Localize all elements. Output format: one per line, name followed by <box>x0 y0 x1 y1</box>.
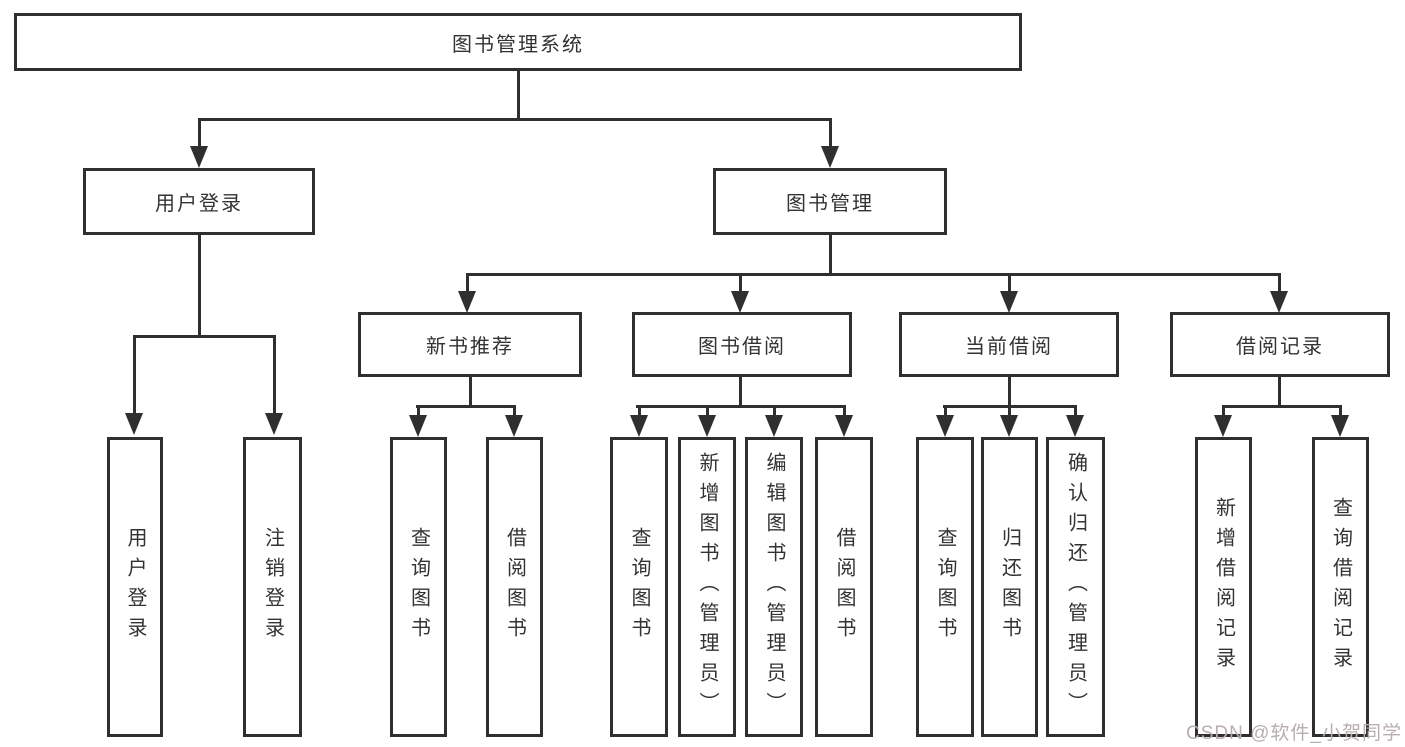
arrow-down-icon <box>1214 415 1232 437</box>
connector-arrow-login-shaft <box>133 335 136 415</box>
leaf-edit-book-admin: 编辑图书（管理员） <box>745 437 803 737</box>
arrow-down-icon <box>765 415 783 437</box>
node-user-login-label: 用户登录 <box>155 193 243 215</box>
connector-book-mgmt-stem <box>829 235 832 273</box>
connector-leaf-shaft <box>1008 405 1011 417</box>
node-book-management: 图书管理 <box>713 168 947 235</box>
node-book-management-label: 图书管理 <box>786 193 874 215</box>
connector-leaf-shaft <box>1074 405 1077 417</box>
leaf-edit-book-admin-label: 编辑图书（管理员） <box>763 452 785 722</box>
connector-borrow-branch <box>636 405 845 408</box>
leaf-return-book: 归还图书 <box>981 437 1038 737</box>
connector-arrow-logout-shaft <box>273 335 276 415</box>
connector-current-stem <box>1008 377 1011 405</box>
arrow-down-icon <box>1270 291 1288 313</box>
leaf-confirm-return-admin-label: 确认归还（管理员） <box>1064 452 1087 722</box>
arrow-down-icon <box>190 146 208 168</box>
node-user-login: 用户登录 <box>83 168 315 235</box>
arrow-down-icon <box>505 415 523 437</box>
leaf-add-borrow-record: 新增借阅记录 <box>1195 437 1252 737</box>
leaf-recommend-query-book: 查询图书 <box>390 437 447 737</box>
connector-arrow-borrow-shaft <box>739 273 742 293</box>
leaf-query-borrow-record-label: 查询借阅记录 <box>1329 497 1352 677</box>
connector-arrow-recommend-shaft <box>466 273 469 293</box>
node-book-borrow-label: 图书借阅 <box>698 336 786 358</box>
leaf-recommend-borrow-book: 借阅图书 <box>486 437 543 737</box>
leaf-borrow-query-book: 查询图书 <box>610 437 668 737</box>
arrow-down-icon <box>821 146 839 168</box>
arrow-down-icon <box>1331 415 1349 437</box>
connector-leaf-shaft <box>1222 405 1225 417</box>
connector-user-login-stem <box>198 235 201 335</box>
connector-leaf-shaft <box>417 405 420 417</box>
node-current-borrow: 当前借阅 <box>899 312 1119 377</box>
connector-root-branch <box>198 118 832 121</box>
connector-arrow-book-mgmt-shaft <box>829 118 832 150</box>
connector-leaf-shaft <box>843 405 846 417</box>
connector-borrow-stem <box>739 377 742 405</box>
arrow-down-icon <box>936 415 954 437</box>
leaf-logout: 注销登录 <box>243 437 302 737</box>
leaf-user-login-label: 用户登录 <box>124 527 146 647</box>
arrow-down-icon <box>835 415 853 437</box>
arrow-down-icon <box>1000 291 1018 313</box>
csdn-watermark: CSDN @软件_小贺同学 <box>1186 723 1402 744</box>
node-borrow-records: 借阅记录 <box>1170 312 1390 377</box>
connector-user-login-branch <box>133 335 276 338</box>
connector-records-branch <box>1222 405 1342 408</box>
connector-leaf-shaft <box>773 405 776 417</box>
connector-arrow-current-shaft <box>1008 273 1011 293</box>
leaf-confirm-return-admin: 确认归还（管理员） <box>1046 437 1105 737</box>
connector-leaf-shaft <box>1339 405 1342 417</box>
connector-leaf-shaft <box>944 405 947 417</box>
leaf-recommend-query-book-label: 查询图书 <box>407 527 430 647</box>
leaf-user-login: 用户登录 <box>107 437 163 737</box>
leaf-borrow-book-label: 借阅图书 <box>833 527 855 647</box>
connector-records-stem <box>1278 377 1281 405</box>
arrow-down-icon <box>1000 415 1018 437</box>
connector-recommend-stem <box>469 377 472 405</box>
arrow-down-icon <box>458 291 476 313</box>
connector-root-stem <box>517 71 520 118</box>
node-library-system-label: 图书管理系统 <box>452 33 584 56</box>
connector-leaf-shaft <box>513 405 516 417</box>
leaf-add-borrow-record-label: 新增借阅记录 <box>1212 497 1235 677</box>
node-library-system: 图书管理系统 <box>14 13 1022 71</box>
arrow-down-icon <box>409 415 427 437</box>
leaf-query-borrow-record: 查询借阅记录 <box>1312 437 1369 737</box>
node-current-borrow-label: 当前借阅 <box>965 336 1053 358</box>
arrow-down-icon <box>630 415 648 437</box>
arrow-down-icon <box>731 291 749 313</box>
leaf-add-book-admin: 新增图书（管理员） <box>678 437 736 737</box>
leaf-logout-label: 注销登录 <box>261 527 284 647</box>
leaf-add-book-admin-label: 新增图书（管理员） <box>696 452 718 722</box>
connector-arrow-user-login-shaft <box>198 118 201 150</box>
leaf-current-query-book: 查询图书 <box>916 437 974 737</box>
connector-arrow-records-shaft <box>1278 273 1281 293</box>
node-new-book-recommend: 新书推荐 <box>358 312 582 377</box>
connector-leaf-shaft <box>638 405 641 417</box>
node-new-book-recommend-label: 新书推荐 <box>426 336 514 358</box>
node-borrow-records-label: 借阅记录 <box>1236 336 1324 358</box>
arrow-down-icon <box>698 415 716 437</box>
leaf-borrow-query-book-label: 查询图书 <box>628 527 650 647</box>
leaf-current-query-book-label: 查询图书 <box>934 527 956 647</box>
arrow-down-icon <box>1066 415 1084 437</box>
leaf-recommend-borrow-book-label: 借阅图书 <box>503 527 526 647</box>
leaf-borrow-book: 借阅图书 <box>815 437 873 737</box>
arrow-down-icon <box>265 413 283 435</box>
arrow-down-icon <box>125 413 143 435</box>
connector-leaf-shaft <box>706 405 709 417</box>
connector-book-mgmt-branch <box>466 273 1280 276</box>
connector-recommend-branch <box>416 405 516 408</box>
leaf-return-book-label: 归还图书 <box>998 527 1021 647</box>
node-book-borrow: 图书借阅 <box>632 312 852 377</box>
